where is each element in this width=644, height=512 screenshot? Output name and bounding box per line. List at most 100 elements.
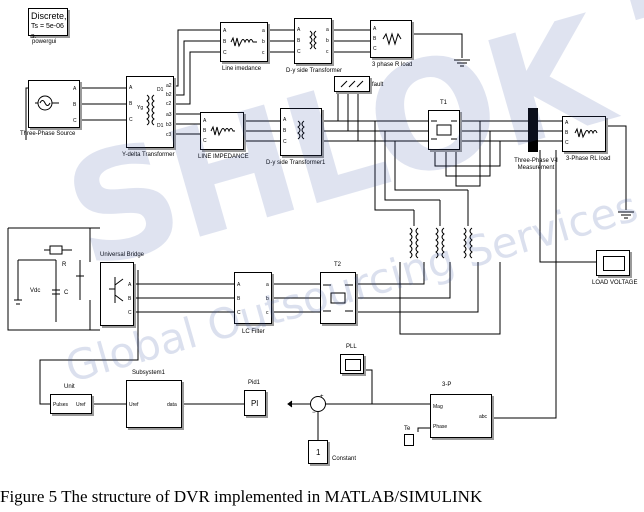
igbt-icon — [109, 277, 124, 303]
source-port-c: C — [73, 118, 77, 124]
transform-block[interactable]: Mag Phase abc — [430, 394, 492, 438]
lc-port-a-out: a — [266, 282, 269, 288]
ydt-port-a3: a3 — [166, 112, 172, 118]
lc-filter-label: LC Filter — [242, 329, 265, 335]
source-port-b: B — [73, 102, 77, 108]
vdc-label: Vdc — [30, 288, 41, 294]
rl-load-icon — [574, 127, 598, 139]
lc-port-c: C — [237, 310, 241, 316]
rl-load-right-block[interactable]: A B C — [562, 116, 606, 152]
transformer-coil-icon — [297, 120, 305, 140]
dyt-port-b: B — [297, 38, 301, 44]
ydt-port-c2: c2 — [166, 101, 172, 107]
r-load-top-label: 3 phase R load — [372, 62, 413, 68]
powergui-ts-text: Ts = 5e-06 s. — [31, 23, 64, 40]
ydt-d1-tag-top: D1 — [157, 87, 164, 93]
pll-scope[interactable] — [340, 354, 364, 374]
ub-port-a: A — [128, 282, 132, 288]
t1-label: T1 — [440, 100, 448, 106]
lc-port-a: A — [237, 282, 241, 288]
pi-controller-block[interactable]: Pl — [244, 390, 266, 416]
dy-transformer-mid-label: D-y side Transformer1 — [266, 160, 326, 166]
y-delta-transformer-label: Y-delta Transformer — [122, 152, 175, 158]
dy-transformer-mid-block[interactable]: A B C — [280, 108, 322, 156]
dy-transformer-top-block[interactable]: A B C a b c — [294, 18, 332, 64]
ydt-port-b3: b3 — [166, 122, 172, 128]
ydt-yg-tag: Yg — [137, 105, 144, 111]
te-display-block[interactable] — [404, 434, 414, 446]
ub-port-b: B — [128, 296, 132, 302]
unit-port-out: Pulses — [53, 402, 69, 408]
rlr-port-c: C — [565, 140, 569, 146]
three-phase-source-label: Three-Phase Source — [20, 131, 76, 137]
ydt-port-c3: c3 — [166, 132, 172, 138]
line-impedance-top-block[interactable]: A B C a b c — [220, 22, 268, 62]
r-load-top-block[interactable]: A B C — [370, 20, 412, 58]
pll-label: PLL — [346, 344, 357, 350]
powergui-block[interactable]: Discrete, Ts = 5e-06 s. — [28, 8, 68, 40]
te-label: Te — [404, 426, 411, 432]
constant-value: 1 — [316, 448, 321, 457]
y-delta-transformer-block[interactable]: A B C Yg D1 D1 a2 b2 c2 a3 b3 c3 — [126, 76, 174, 148]
t1-block[interactable] — [428, 110, 460, 150]
fault-label: fault — [372, 82, 384, 88]
vi-measurement-block[interactable] — [528, 108, 538, 152]
lit-port-a: A — [223, 28, 227, 34]
unit-label: Unit — [64, 384, 75, 390]
scope-screen-icon — [603, 256, 625, 271]
resistor-icon — [382, 32, 402, 46]
breaker-icon — [431, 120, 457, 140]
lit-port-c: C — [223, 50, 227, 56]
rl-load-right-label: 3-Phase RL load — [566, 156, 611, 162]
sum-minus-sign: − — [312, 410, 316, 416]
ydt-port-c: C — [129, 117, 133, 123]
universal-bridge-block[interactable]: A B C — [100, 262, 134, 326]
transform-label: 3-P — [442, 382, 452, 388]
dyt-port-a: A — [297, 27, 301, 33]
rlr-port-a: A — [565, 120, 569, 126]
t2-block[interactable] — [320, 272, 356, 324]
lc-filter-block[interactable]: A B C a b c — [234, 272, 272, 324]
fault-block[interactable] — [334, 76, 370, 92]
pi-text: Pl — [251, 399, 259, 408]
rload-port-b: B — [373, 36, 377, 42]
lim-port-b: B — [203, 128, 207, 134]
rlr-port-b: B — [565, 130, 569, 136]
sum-plus-sign: + — [320, 394, 324, 400]
load-voltage-scope[interactable] — [596, 250, 630, 276]
line-impedance-mid-block[interactable]: A B C — [200, 112, 244, 150]
three-phase-source-block[interactable]: A B C — [28, 80, 80, 128]
dyt-port-c-out: c — [326, 49, 329, 55]
subsystem-port-in: data — [167, 402, 177, 408]
subsystem-port-out: Uref — [129, 402, 139, 408]
sum-block[interactable] — [310, 396, 326, 412]
rl-impedance-icon — [230, 36, 257, 48]
ac-source-icon — [35, 95, 59, 111]
transform-mag: Mag — [433, 404, 443, 410]
ydt-port-b2: b2 — [166, 92, 172, 98]
dym-port-a: A — [283, 117, 287, 123]
lit-port-a-out: a — [262, 28, 265, 34]
vi-measurement-label: Three-Phase V-I Measurement — [514, 158, 558, 171]
dym-port-c: C — [283, 139, 287, 145]
powergui-mode-text: Discrete, — [31, 11, 67, 21]
powergui-label: powergui — [32, 39, 57, 45]
scope-screen-icon — [345, 359, 361, 371]
dym-port-b: B — [283, 128, 287, 134]
source-port-a: A — [73, 86, 77, 92]
ydt-port-a: A — [129, 85, 133, 91]
unit-block[interactable]: Pulses Uref — [50, 394, 92, 414]
ydt-port-b: B — [129, 101, 133, 107]
ydt-port-a2: a2 — [166, 83, 172, 89]
constant-block[interactable]: 1 — [308, 440, 328, 464]
unit-port-in: Uref — [76, 402, 86, 408]
constant-label: Constant — [332, 456, 357, 462]
subsystem-block[interactable]: Uref data — [126, 380, 182, 428]
ub-port-c: C — [128, 310, 132, 316]
line-impedance-mid-label: LINE IMPEDANCE — [198, 154, 249, 160]
c-label: C — [64, 290, 69, 296]
line-impedance-top-label: Line imedance — [222, 66, 262, 72]
subsystem-label: Subsystem1 — [132, 370, 166, 376]
lit-port-c-out: c — [262, 50, 265, 56]
